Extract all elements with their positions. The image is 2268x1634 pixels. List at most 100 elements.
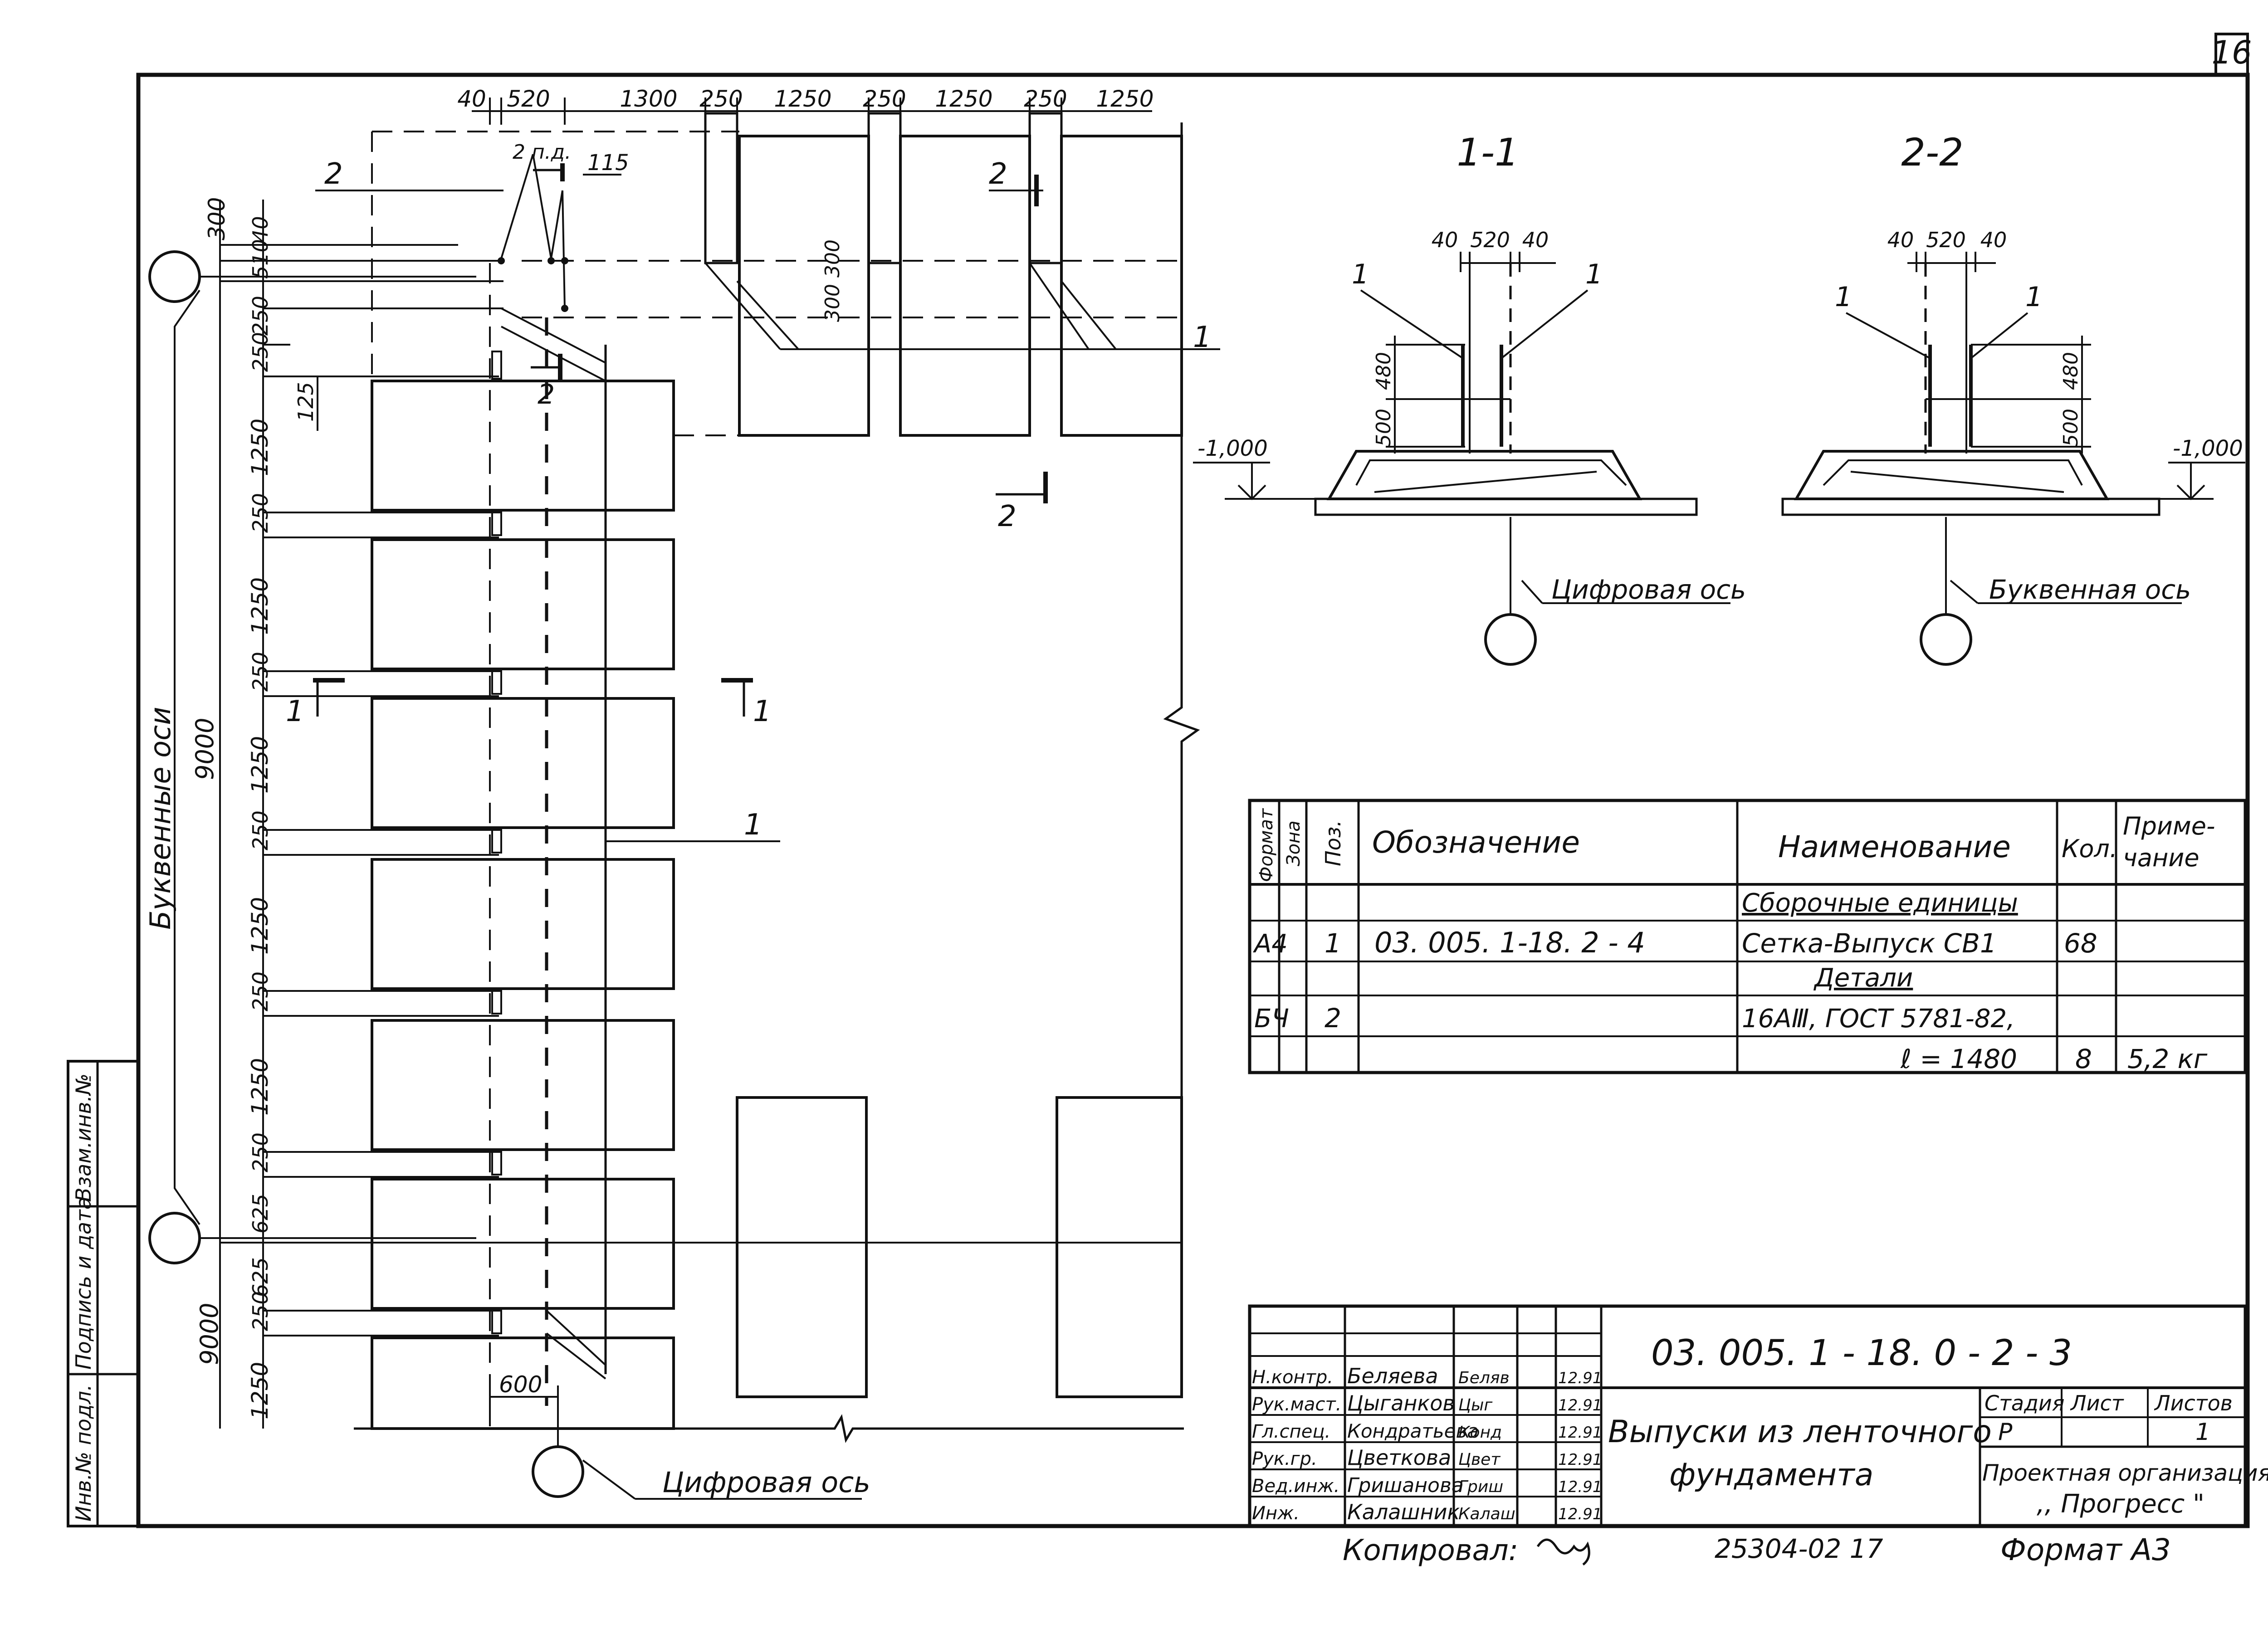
archive-number: 25304-02 17 xyxy=(1715,1533,1883,1564)
dim-left-250: 250 xyxy=(248,971,273,1011)
s11-pos-1: 1 xyxy=(1352,259,1369,290)
copier-signature xyxy=(1536,1538,1590,1566)
foundation-block xyxy=(899,135,1031,437)
section-1-marker: 1 xyxy=(753,695,772,728)
s11-dim-500: 500 xyxy=(1372,409,1395,447)
pos-2-label: 2 xyxy=(324,157,343,191)
s22-axis-label: Буквенная ось xyxy=(1989,574,2191,605)
axis-marker xyxy=(148,1212,201,1264)
signature: Гриш xyxy=(1458,1478,1503,1496)
person-name: Калашник xyxy=(1347,1500,1460,1524)
dim-left-total-9000-b: 9000 xyxy=(195,1303,224,1365)
row-name: ℓ = 1480 xyxy=(1900,1044,2017,1074)
date: 12.91 xyxy=(1558,1396,1602,1415)
signature: Калаш xyxy=(1458,1505,1515,1523)
axis-marker xyxy=(532,1445,584,1498)
dim-left-250: 250 xyxy=(248,810,273,850)
section-2-2-title: 2-2 xyxy=(1901,130,1963,175)
dim-left-250: 250 xyxy=(248,1132,273,1172)
rebar-outlets xyxy=(491,262,1117,1380)
row-pos: 2 xyxy=(1325,1003,1341,1034)
dim-600: 600 xyxy=(499,1371,542,1398)
wall-piece xyxy=(867,112,902,264)
role: Рук.гр. xyxy=(1252,1449,1317,1469)
org-name: Проектная организация xyxy=(1982,1460,2268,1486)
person-name: Беляева xyxy=(1347,1364,1438,1388)
signature: Конд xyxy=(1458,1423,1502,1442)
section-assemblies: Сборочные единицы xyxy=(1742,888,2018,918)
pos-1-label: 1 xyxy=(744,808,763,842)
dim-top-250: 250 xyxy=(699,86,743,112)
foundation-block xyxy=(736,1096,868,1398)
dim-left-1250: 1250 xyxy=(247,577,273,635)
section-1-1-title: 1-1 xyxy=(1457,130,1519,175)
s22-dim-480: 480 xyxy=(2059,352,2082,390)
dim-top-1300: 1300 xyxy=(620,86,677,112)
foundation-block xyxy=(371,1336,675,1430)
doc-code: 03. 005. 1 - 18. 0 - 2 - 3 xyxy=(1651,1333,2072,1374)
row-name: 16АⅢ, ГОСТ 5781-82, xyxy=(1742,1004,2015,1034)
col-name: Наименование xyxy=(1778,829,2011,864)
dim-left-250: 250 xyxy=(248,652,273,692)
plan-callouts: 2 2 1 1 2 2 1 1 xyxy=(286,157,1220,842)
date: 12.91 xyxy=(1558,1478,1602,1496)
date: 12.91 xyxy=(1558,1451,1602,1469)
role: Н.контр. xyxy=(1252,1367,1333,1388)
col-pos: Поз. xyxy=(1321,820,1345,866)
dim-top-1250: 1250 xyxy=(774,86,831,112)
letter-axes: Буквенные оси xyxy=(144,250,476,1264)
break-line-vertical xyxy=(1163,122,1200,1102)
doc-title: Выпуски из ленточного xyxy=(1608,1414,1992,1450)
sheet-label: Лист xyxy=(2070,1391,2124,1415)
dim-top-1250: 1250 xyxy=(935,86,992,112)
dim-left-625: 625 xyxy=(248,1194,273,1234)
letter-axes-label: Буквенные оси xyxy=(144,707,177,930)
s22-pos-1: 1 xyxy=(1835,281,1852,313)
section-1-1: 1-1 40 520 40 480 500 -1,000 1 1 xyxy=(1193,130,1746,666)
dim-left-625: 625 xyxy=(248,1257,273,1297)
row-pos: 1 xyxy=(1325,928,1341,959)
row-qty: 68 xyxy=(2064,928,2097,959)
dim-top-1250: 1250 xyxy=(1096,86,1154,112)
title-block: 03. 005. 1 - 18. 0 - 2 - 3 Выпуски из ле… xyxy=(1248,1304,2268,1528)
rebar-note: 2 п.д. xyxy=(513,141,571,164)
dim-top-250: 250 xyxy=(1024,86,1067,112)
role: Рук.маст. xyxy=(1252,1394,1341,1415)
foundation-block xyxy=(371,1019,675,1151)
top-dimension-chain: 40 520 1300 250 1250 250 1250 250 1250 1… xyxy=(457,86,1154,176)
dim-left-1250: 1250 xyxy=(247,897,273,955)
s11-pos-1: 1 xyxy=(1585,259,1603,290)
break-line-horizontal xyxy=(354,1414,1184,1443)
section-2-marker: 2 xyxy=(998,500,1017,533)
dim-left-250: 250 xyxy=(248,1291,273,1331)
section-1-marker: 1 xyxy=(286,695,304,728)
foundation-block xyxy=(738,135,870,437)
section-details: Детали xyxy=(1813,963,1913,993)
person-name: Цветкова xyxy=(1347,1445,1451,1470)
s11-dim-520: 520 xyxy=(1470,228,1510,252)
sheet-frame: 16 xyxy=(136,33,2252,1528)
row-designation: 03. 005. 1-18. 2 - 4 xyxy=(1374,926,1645,959)
wall-piece xyxy=(1028,112,1063,264)
signature: Цыг xyxy=(1458,1396,1493,1415)
stamp-inv-podl: Инв.№ подл. xyxy=(71,1384,96,1522)
sheet-footer: Копировал: 25304-02 17 Формат А3 xyxy=(1343,1532,2171,1567)
col-zone: Зона xyxy=(1283,820,1304,866)
foundation-block xyxy=(371,380,675,512)
row-format: А4 xyxy=(1253,929,1288,959)
date: 12.91 xyxy=(1558,1369,1602,1387)
col-note: чание xyxy=(2123,844,2200,872)
dim-300-300: 300 300 xyxy=(821,239,844,322)
dim-left-1250: 1250 xyxy=(247,736,273,794)
signature: Цвет xyxy=(1458,1450,1501,1469)
dim-left-250: 250 xyxy=(248,493,273,533)
dim-left-250: 250 xyxy=(248,332,273,372)
dim-left-250: 250 xyxy=(248,296,273,336)
role: Вед.инж. xyxy=(1252,1476,1339,1497)
foundation-block xyxy=(371,538,675,670)
wall-piece xyxy=(704,112,738,264)
signature-rows: Н.контр. Беляева Беляв 12.91 Рук.маст. Ц… xyxy=(1252,1364,1602,1524)
role: Гл.спец. xyxy=(1252,1421,1330,1442)
dim-left-1250: 1250 xyxy=(247,1362,273,1419)
dim-left-40: 40 xyxy=(248,216,273,243)
